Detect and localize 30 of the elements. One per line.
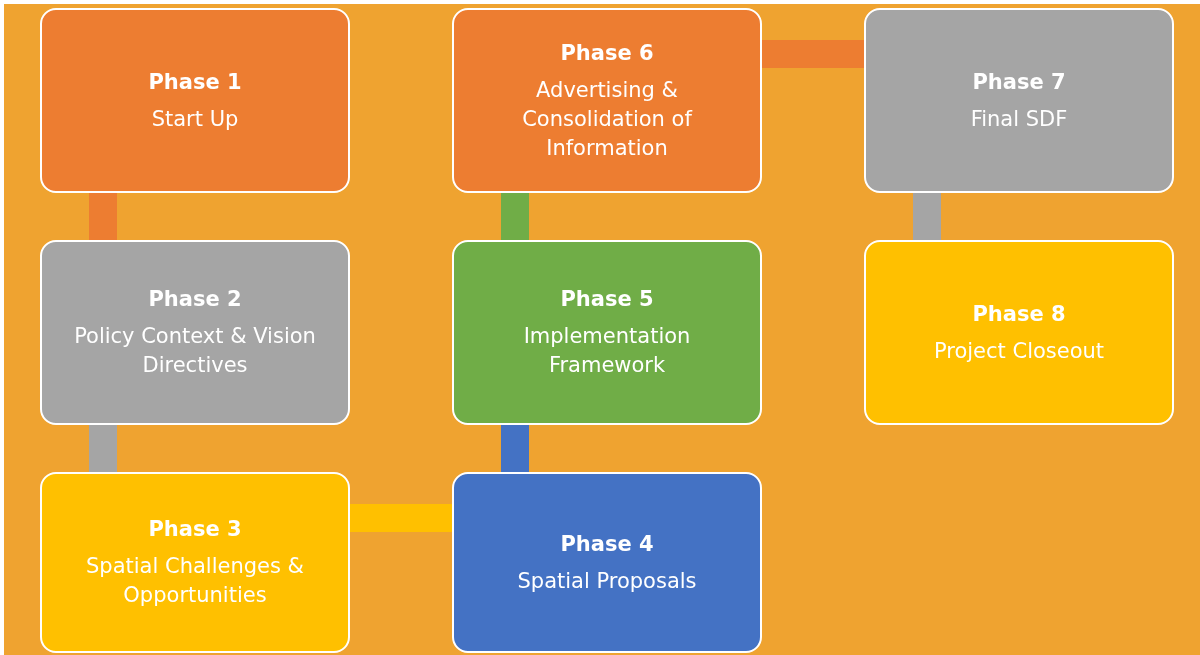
phase-box bbox=[40, 8, 350, 193]
phase-description: Spatial Proposals bbox=[517, 567, 697, 595]
phase-box bbox=[452, 240, 762, 425]
connector-bar bbox=[501, 193, 529, 240]
phase-heading: Phase 1 bbox=[148, 68, 242, 96]
phase-description: Implementation Framework bbox=[522, 323, 692, 379]
phase-heading: Phase 7 bbox=[972, 68, 1066, 96]
phase-box bbox=[452, 8, 762, 193]
connector-bar bbox=[501, 425, 529, 472]
phase-description: Advertising & Consolidation of Information bbox=[521, 76, 694, 162]
phase-box bbox=[864, 8, 1174, 193]
phase-description: Start Up bbox=[151, 105, 239, 133]
phase-heading: Phase 8 bbox=[972, 300, 1066, 328]
phase-heading: Phase 6 bbox=[560, 39, 654, 67]
phase-heading: Phase 4 bbox=[560, 530, 654, 558]
phase-heading: Phase 3 bbox=[148, 516, 242, 543]
phase-heading: Phase 5 bbox=[560, 286, 654, 313]
phase-description: Final SDF bbox=[970, 105, 1068, 133]
phase-description: Project Closeout bbox=[933, 337, 1105, 365]
phase-description: Policy Context & Vision Directives bbox=[73, 323, 317, 379]
connector-bar bbox=[762, 40, 864, 68]
phase-box bbox=[40, 240, 350, 425]
connector-bar bbox=[89, 193, 117, 240]
connector-bar bbox=[350, 504, 452, 532]
connector-bar bbox=[89, 425, 117, 472]
phase-box bbox=[864, 240, 1174, 425]
phase-box bbox=[40, 472, 350, 653]
phase-box bbox=[452, 472, 762, 653]
phase-heading: Phase 2 bbox=[148, 286, 242, 313]
phase-description: Spatial Challenges & Opportunities bbox=[85, 553, 305, 609]
